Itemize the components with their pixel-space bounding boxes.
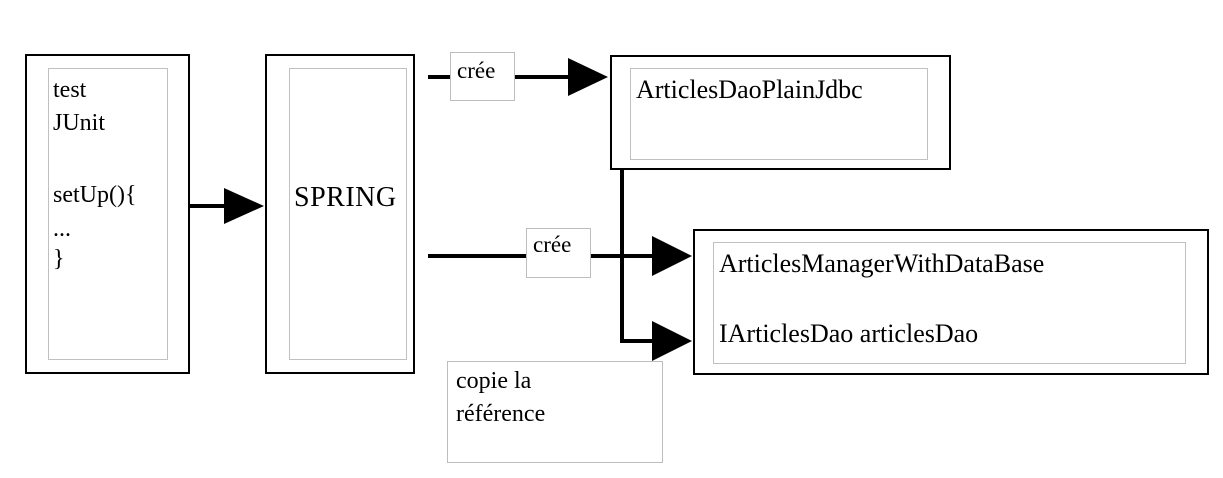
edge-junit-to-spring — [190, 188, 264, 224]
articles-dao-plain-jdbc-node[interactable]: ArticlesDaoPlainJdbc — [610, 55, 951, 170]
test-junit-inner-frame — [48, 68, 168, 360]
articles-dao-plain-jdbc-inner-frame — [630, 68, 928, 160]
spring-label: SPRING — [294, 182, 397, 213]
test-junit-line-ellipsis: ... — [53, 216, 71, 242]
edge-spring-to-dao-plain-jdbc — [428, 58, 608, 96]
test-junit-node[interactable]: test JUnit setUp(){ ... } — [25, 54, 190, 374]
note-copie-reference-line1: copie la — [456, 368, 532, 394]
articles-manager-with-database-node[interactable]: ArticlesManagerWithDataBase IArticlesDao… — [693, 229, 1209, 375]
spring-inner-frame — [289, 68, 407, 360]
test-junit-line-junit: JUnit — [53, 110, 106, 136]
spring-node[interactable]: SPRING — [265, 54, 415, 374]
articles-manager-title-label: ArticlesManagerWithDataBase — [719, 249, 1045, 278]
note-copie-reference-line2: référence — [456, 401, 546, 427]
test-junit-line-closebrace: } — [53, 246, 65, 272]
edge-label-cree-top-text: crée — [457, 58, 496, 83]
articles-dao-plain-jdbc-label: ArticlesDaoPlainJdbc — [636, 75, 863, 104]
articles-manager-field-label: IArticlesDao articlesDao — [719, 319, 979, 348]
edge-dao-to-articles-dao-field — [620, 170, 692, 361]
test-junit-line-test: test — [53, 77, 87, 103]
articles-manager-inner-frame — [713, 242, 1186, 364]
note-copie-reference: copie la référence — [447, 361, 663, 463]
test-junit-line-setup: setUp(){ — [53, 182, 137, 208]
edge-label-cree-mid: crée — [526, 228, 591, 278]
edge-label-cree-mid-text: crée — [533, 232, 572, 257]
edge-label-cree-top: crée — [450, 52, 515, 101]
